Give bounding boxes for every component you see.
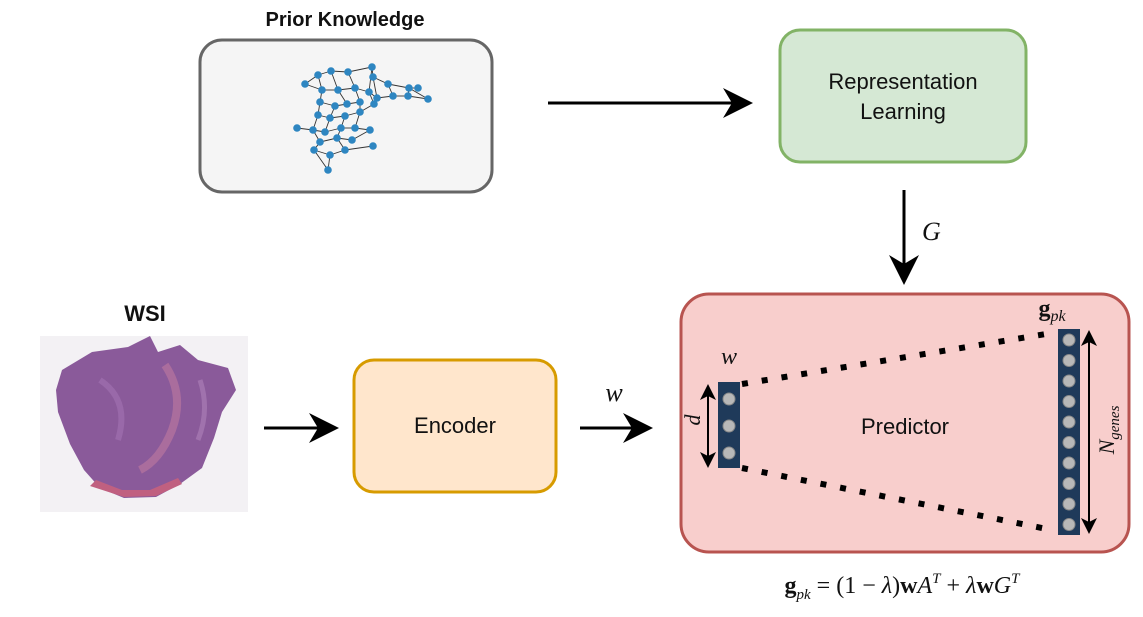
arrow-g-label: G xyxy=(922,217,941,246)
graph-node xyxy=(344,68,352,76)
wsi-tissue-image xyxy=(56,336,236,498)
graph-node xyxy=(310,146,318,154)
vector-node xyxy=(1062,354,1076,367)
graph-node xyxy=(314,71,322,79)
graph-edge xyxy=(347,66,373,73)
representation-learning-line1: Representation xyxy=(828,69,977,94)
graph-node xyxy=(424,95,432,103)
predictor-label: Predictor xyxy=(861,414,949,439)
graph-node xyxy=(334,86,342,94)
graph-node xyxy=(405,84,413,92)
graph-node xyxy=(351,124,359,132)
encoder-label: Encoder xyxy=(414,413,496,438)
vector-node xyxy=(1062,374,1076,388)
ngenes-label: Ngenes xyxy=(1094,405,1123,455)
graph-node xyxy=(414,84,422,92)
graph-node xyxy=(301,80,309,88)
graph-node xyxy=(337,124,345,132)
graph-node xyxy=(368,63,376,71)
graph-node xyxy=(326,114,334,122)
input-vector-label: w xyxy=(721,344,737,370)
vector-node xyxy=(1062,333,1076,347)
arrow-w-label: w xyxy=(605,378,623,407)
graph-node xyxy=(341,112,349,120)
vector-node xyxy=(1062,518,1076,531)
graph-node xyxy=(326,151,334,159)
vector-node xyxy=(1062,436,1076,449)
connector-top-dotted xyxy=(741,330,1053,387)
graph-node xyxy=(318,86,326,94)
graph-node xyxy=(365,88,373,96)
output-vector-label: gpk xyxy=(1038,296,1066,325)
input-vector-nodes xyxy=(722,392,736,460)
graph-node xyxy=(373,94,381,102)
output-vector-nodes xyxy=(1062,333,1076,531)
graph-node xyxy=(366,126,374,134)
graph-node xyxy=(333,134,341,142)
vector-node xyxy=(722,419,736,433)
graph-node xyxy=(370,100,378,108)
vector-node xyxy=(1062,497,1076,511)
formula: gpk = (1 − λ)wAT + λwGT xyxy=(785,571,1022,603)
graph-node xyxy=(348,136,356,144)
representation-learning-line2: Learning xyxy=(860,99,946,124)
vector-node xyxy=(1062,395,1076,408)
vector-node xyxy=(722,446,736,460)
graph-node xyxy=(316,138,324,146)
graph-node xyxy=(309,126,317,134)
wsi-title: WSI xyxy=(124,301,166,326)
vector-node xyxy=(1062,415,1076,429)
graph-node xyxy=(324,166,332,174)
graph-node xyxy=(356,108,364,116)
graph-node xyxy=(316,98,324,106)
vector-node xyxy=(1062,456,1076,470)
graph-node xyxy=(384,80,392,88)
knowledge-graph-icon xyxy=(293,63,432,174)
graph-node xyxy=(341,146,349,154)
graph-node xyxy=(404,92,412,100)
graph-node xyxy=(314,111,322,119)
dim-d-label: d xyxy=(680,414,705,426)
graph-node xyxy=(369,73,377,81)
graph-node xyxy=(331,102,339,110)
connector-bottom-dotted xyxy=(741,465,1053,533)
vector-node xyxy=(1062,477,1076,490)
encoder-box xyxy=(352,358,558,494)
graph-node xyxy=(356,98,364,106)
graph-node xyxy=(351,84,359,92)
graph-node xyxy=(293,124,301,132)
graph-node xyxy=(389,92,397,100)
graph-node xyxy=(369,142,377,150)
graph-node xyxy=(327,67,335,75)
graph-edge xyxy=(313,149,329,171)
representation-learning-box xyxy=(778,28,1028,164)
vector-node xyxy=(722,392,736,406)
graph-edge xyxy=(344,145,374,151)
graph-node xyxy=(321,128,329,136)
prior-knowledge-title: Prior Knowledge xyxy=(266,9,425,31)
graph-node xyxy=(343,100,351,108)
predictor-box xyxy=(679,292,1131,554)
